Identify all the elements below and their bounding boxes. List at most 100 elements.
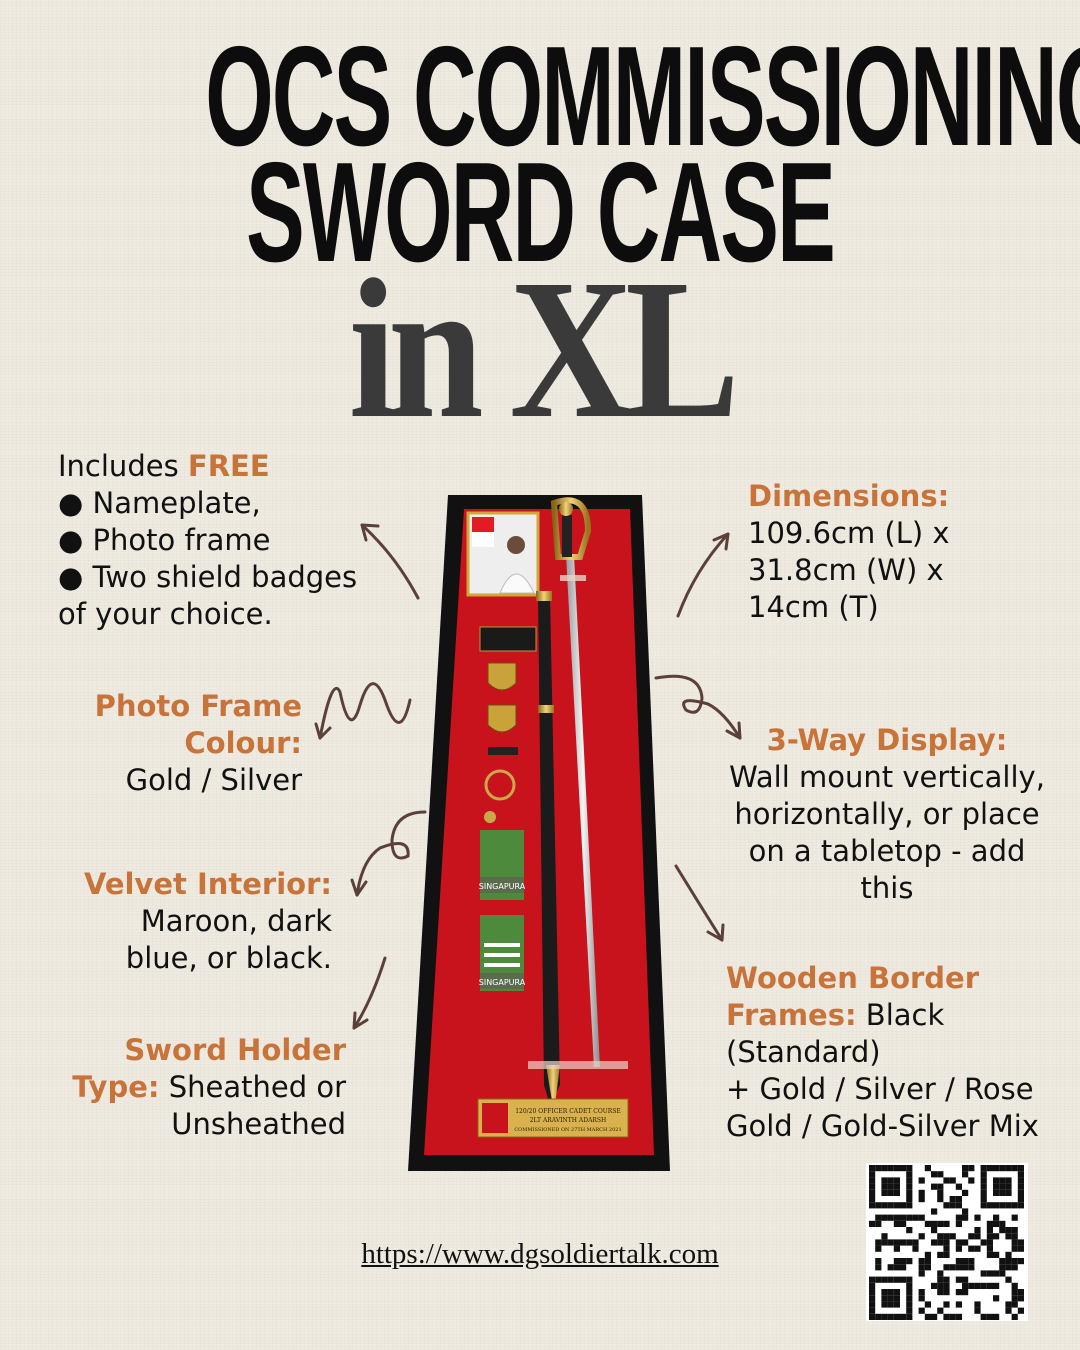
qr-module	[955, 1313, 962, 1320]
qr-module	[980, 1313, 987, 1320]
nameplate-small	[479, 626, 537, 652]
qr-finder-cell	[887, 1313, 894, 1320]
qr-module	[931, 1227, 938, 1234]
dimensions-label: Dimensions:	[748, 479, 950, 513]
qr-module	[993, 1270, 1000, 1277]
qr-finder-cell	[869, 1307, 876, 1314]
qr-module	[986, 1239, 993, 1246]
qr-module	[918, 1177, 925, 1184]
qr-finder-cell	[900, 1276, 907, 1283]
qr-module	[906, 1258, 913, 1265]
qr-module	[931, 1282, 938, 1289]
qr-finder-cell	[906, 1171, 913, 1178]
qr-module	[968, 1165, 975, 1172]
qr-finder-cell	[906, 1295, 913, 1302]
qr-module	[869, 1220, 876, 1227]
free-inclusions: Includes FREE ● Nameplate, ● Photo frame…	[58, 448, 398, 633]
plaque-line-2: 2LT ARAVINTH ADARSH	[530, 1117, 607, 1124]
title-in-xl: in XL	[348, 239, 740, 460]
qr-module	[955, 1245, 962, 1252]
qr-finder-cell	[887, 1301, 894, 1308]
qr-finder-cell	[1005, 1165, 1012, 1172]
border-label-2: Frames:	[726, 998, 857, 1032]
title-line-1: OCS COMMISSIONING	[205, 17, 1080, 176]
qr-module	[986, 1282, 993, 1289]
qr-finder-cell	[906, 1301, 913, 1308]
qr-module	[1011, 1227, 1018, 1234]
qr-module	[974, 1233, 981, 1240]
border-value: + Gold / Silver / Rose	[726, 1072, 1034, 1106]
qr-module	[875, 1239, 882, 1246]
qr-finder-cell	[906, 1313, 913, 1320]
sword-case-image: SINGAPURA SINGAPURA 120/20 OFFICER CADET…	[408, 495, 670, 1171]
nameplate-logo	[482, 1103, 508, 1133]
qr-finder-cell	[1005, 1189, 1012, 1196]
qr-module	[999, 1220, 1006, 1227]
portrait-head	[507, 536, 525, 554]
qr-module	[881, 1239, 888, 1246]
qr-module	[974, 1301, 981, 1308]
qr-module	[962, 1165, 969, 1172]
qr-module	[881, 1214, 888, 1221]
qr-module	[955, 1258, 962, 1265]
qr-module	[875, 1214, 882, 1221]
qr-module	[1017, 1239, 1024, 1246]
qr-module	[924, 1258, 931, 1265]
qr-module	[937, 1307, 944, 1314]
qr-module	[893, 1258, 900, 1265]
qr-module	[968, 1177, 975, 1184]
qr-module	[893, 1220, 900, 1227]
qr-module	[1005, 1276, 1012, 1283]
qr-finder-cell	[893, 1177, 900, 1184]
scabbard-ring	[538, 705, 554, 713]
qr-finder-cell	[869, 1295, 876, 1302]
qr-finder-cell	[1017, 1171, 1024, 1178]
free-item: ● Nameplate,	[58, 486, 261, 520]
qr-module	[968, 1282, 975, 1289]
qr-module	[918, 1233, 925, 1240]
qr-module	[937, 1239, 944, 1246]
qr-finder-cell	[869, 1202, 876, 1209]
qr-module	[937, 1220, 944, 1227]
qr-finder-cell	[906, 1189, 913, 1196]
qr-module	[962, 1171, 969, 1178]
qr-module	[1005, 1301, 1012, 1308]
qr-module	[943, 1282, 950, 1289]
qr-module	[937, 1183, 944, 1190]
arrow-velvet-head	[350, 878, 368, 897]
website-link[interactable]: https://www.dgsoldiertalk.com	[361, 1238, 719, 1270]
qr-finder-cell	[1011, 1165, 1018, 1172]
qr-code[interactable]	[866, 1163, 1028, 1321]
qr-module	[893, 1245, 900, 1252]
qr-finder-cell	[869, 1171, 876, 1178]
qr-module	[955, 1220, 962, 1227]
arrow-photo-head	[314, 722, 332, 740]
qr-finder-cell	[906, 1276, 913, 1283]
border-value: (Standard)	[726, 1035, 881, 1069]
qr-module	[918, 1196, 925, 1203]
qr-module	[937, 1233, 944, 1240]
qr-module	[986, 1270, 993, 1277]
qr-finder-cell	[999, 1183, 1006, 1190]
qr-module	[893, 1239, 900, 1246]
qr-finder-cell	[881, 1276, 888, 1283]
dimensions-value: 109.6cm (L) x	[748, 516, 950, 550]
qr-module	[924, 1220, 931, 1227]
free-item: ● Photo frame	[58, 523, 271, 557]
qr-finder-cell	[869, 1301, 876, 1308]
crest-badge	[484, 769, 516, 801]
plaque-line-3: COMMISSIONED ON 27TH MARCH 2021	[514, 1127, 621, 1133]
qr-finder-cell	[881, 1313, 888, 1320]
velvet-value-1: Maroon, dark	[140, 904, 332, 938]
dimensions-value: 31.8cm (W) x	[748, 553, 944, 587]
qr-finder-cell	[986, 1165, 993, 1172]
qr-module	[999, 1227, 1006, 1234]
qr-finder-cell	[881, 1183, 888, 1190]
qr-module	[949, 1233, 956, 1240]
qr-module	[999, 1258, 1006, 1265]
qr-module	[986, 1313, 993, 1320]
plaque-line-1: 120/20 OFFICER CADET COURSE	[515, 1108, 621, 1115]
qr-finder-cell	[906, 1165, 913, 1172]
qr-module	[1011, 1245, 1018, 1252]
qr-module	[955, 1289, 962, 1296]
